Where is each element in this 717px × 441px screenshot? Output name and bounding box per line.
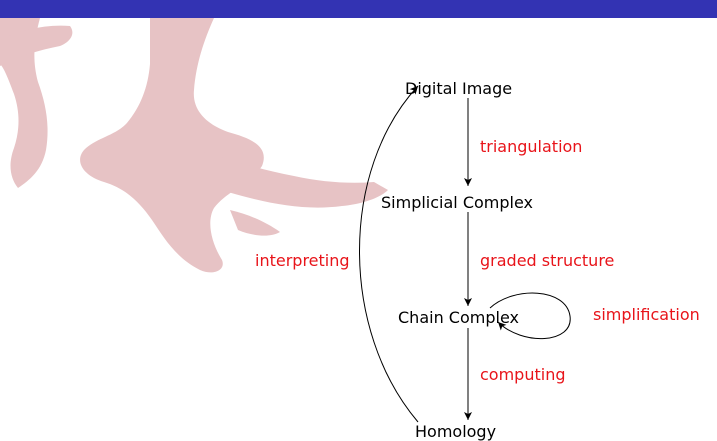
node-homology: Homology	[415, 423, 496, 441]
label-triangulation: triangulation	[480, 138, 582, 156]
label-computing: computing	[480, 366, 565, 384]
node-digital-image: Digital Image	[405, 80, 512, 98]
arrow-interpreting	[360, 86, 419, 422]
label-graded-structure: graded structure	[480, 252, 614, 270]
node-chain-complex: Chain Complex	[398, 309, 519, 327]
label-simplification: simplification	[593, 306, 700, 324]
label-interpreting: interpreting	[255, 252, 350, 270]
node-simplicial-complex: Simplicial Complex	[381, 194, 533, 212]
